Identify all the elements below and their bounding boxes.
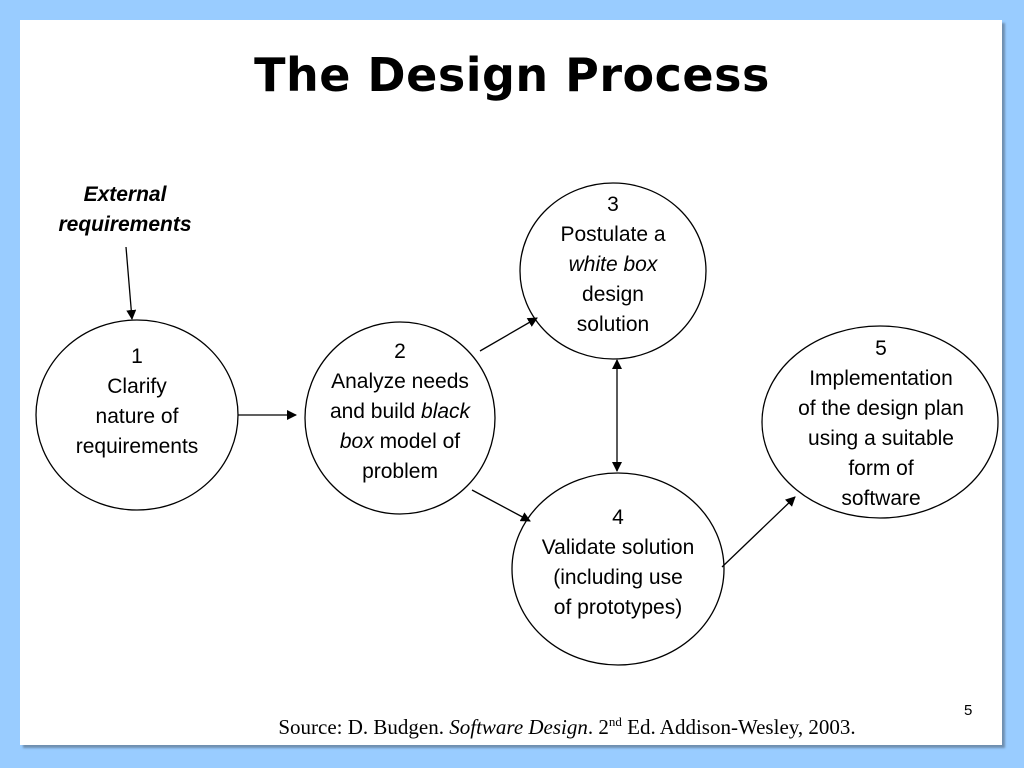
node-line: of the design plan: [798, 397, 964, 420]
source-book-title: Software Design: [449, 715, 588, 739]
node-2-circle: [304, 321, 496, 515]
node-number: 3: [607, 193, 619, 216]
node-number: 2: [394, 340, 406, 363]
node-line: using a suitable: [808, 427, 954, 450]
node-line: problem: [362, 460, 438, 483]
node-2-text: 2 Analyze needs and build black box mode…: [300, 337, 500, 487]
arrow-external-to-1: [125, 246, 137, 320]
source-text: Ed. Addison-Wesley, 2003.: [621, 715, 856, 739]
node-line: software: [841, 487, 921, 510]
node-1-text: 1 Clarify nature of requirements: [37, 342, 237, 462]
arrow-4-to-5: [721, 496, 796, 568]
node-line: box model of: [300, 427, 500, 457]
node-line: solution: [576, 313, 650, 336]
page-number: 5: [964, 702, 973, 719]
node-line: of prototypes): [553, 596, 683, 619]
node-line: Implementation: [809, 367, 953, 390]
external-requirements-line: External: [83, 183, 167, 206]
source-citation: Source: D. Budgen. Software Design. 2nd …: [0, 714, 1024, 740]
node-line: (including use: [553, 566, 683, 589]
node-number: 4: [612, 506, 624, 529]
external-requirements-label: External requirements: [30, 180, 220, 240]
node-line: Validate solution: [541, 536, 695, 559]
node-5-circle: [761, 325, 999, 519]
external-requirements-line: requirements: [58, 213, 192, 236]
source-superscript: nd: [608, 714, 622, 729]
node-number: 5: [875, 337, 887, 360]
node-line-emphasis: black: [421, 400, 471, 423]
node-line: Postulate a: [560, 223, 666, 246]
node-line: white box: [513, 250, 713, 280]
node-line-emphasis: box: [339, 430, 374, 453]
page-title: The Design Process: [254, 48, 770, 102]
node-line: requirements: [75, 435, 199, 458]
node-4-circle: [511, 472, 725, 666]
node-4-text: 4 Validate solution (including use of pr…: [508, 503, 728, 623]
source-text: . 2: [587, 715, 609, 739]
source-text: Source: D. Budgen.: [278, 715, 450, 739]
node-line-part: and build: [329, 400, 422, 423]
arrow-2-to-3: [479, 317, 538, 352]
node-line-emphasis: white box: [568, 253, 658, 276]
node-line-part: model of: [373, 430, 461, 453]
node-5-text: 5 Implementation of the design plan usin…: [765, 334, 997, 514]
node-line: and build black: [300, 397, 500, 427]
node-line: nature of: [95, 405, 179, 428]
node-line: design: [582, 283, 644, 306]
node-number: 1: [131, 345, 143, 368]
node-line: Analyze needs: [331, 370, 469, 393]
node-line: form of: [848, 457, 914, 480]
arrow-2-to-4: [471, 489, 531, 522]
node-line: Clarify: [107, 375, 167, 398]
node-3-text: 3 Postulate a white box design solution: [513, 190, 713, 340]
